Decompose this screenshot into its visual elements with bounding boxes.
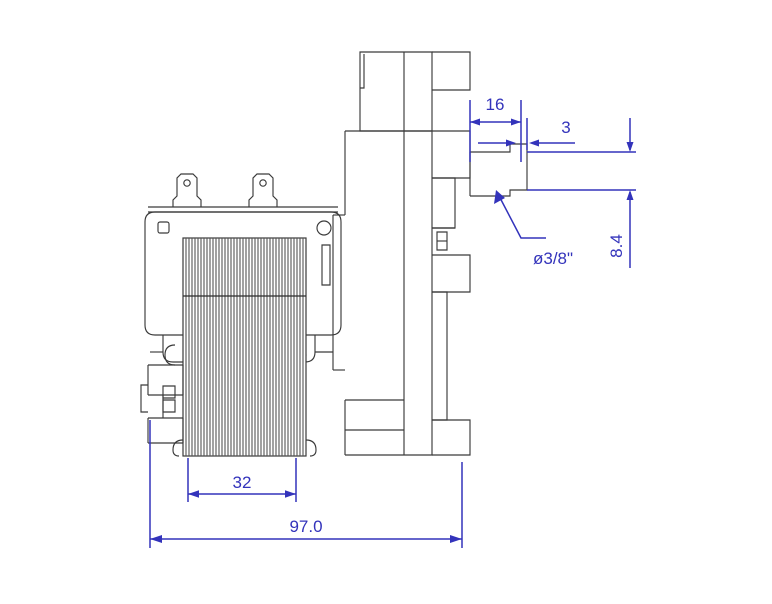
shaft-diameter-note-label: ø3/8"	[533, 249, 573, 268]
motor-housing	[144, 173, 342, 366]
dimension-16-label: 16	[486, 95, 505, 114]
laminated-stator-core	[172, 237, 317, 457]
shaft-diameter-note: ø3/8"	[494, 190, 573, 268]
dimension-97: 97.0	[149, 420, 463, 548]
dimension-32-label: 32	[233, 473, 252, 492]
dimension-3-label: 3	[561, 118, 570, 137]
dimension-32: 32	[187, 458, 297, 502]
output-shaft	[469, 143, 528, 197]
spade-terminal-2	[248, 173, 278, 207]
mounting-bracket	[140, 364, 184, 444]
dimension-8-4-label: 8.4	[607, 234, 626, 258]
dimension-3: 3	[526, 118, 575, 150]
dimension-16: 16	[469, 95, 522, 162]
dimension-97-label: 97.0	[289, 517, 322, 536]
spade-terminal-1	[172, 173, 202, 207]
dimension-8-4: 8.4	[527, 118, 636, 268]
gearbox-body	[321, 51, 471, 456]
